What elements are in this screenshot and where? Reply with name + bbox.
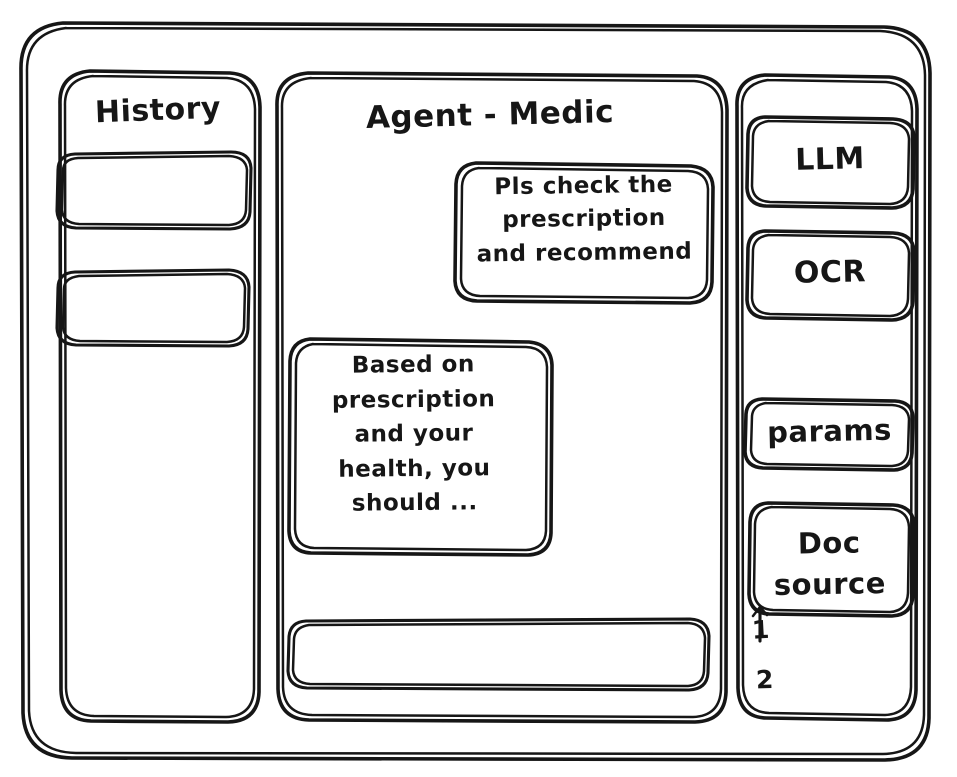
history-item-1-outline <box>55 150 253 231</box>
tool-button-params-outline <box>743 397 915 472</box>
agent-message-bubble-outline <box>287 337 554 557</box>
history-item-2-outline <box>55 268 251 348</box>
history-item-2[interactable] <box>57 270 250 347</box>
tool-button-llm[interactable] <box>747 117 915 209</box>
tool-button-ocr[interactable] <box>747 231 915 321</box>
tool-button-llm-outline <box>745 115 916 210</box>
agent-message-bubble <box>289 339 553 556</box>
doc-source-connector <box>751 605 769 643</box>
tool-button-ocr-outline <box>745 229 916 322</box>
message-input-outline <box>286 617 711 692</box>
history-panel-outline <box>58 69 262 724</box>
doc-source-list-item-2[interactable]: 2 <box>755 664 775 695</box>
app-window-frame <box>19 21 932 762</box>
user-message-bubble <box>455 163 714 304</box>
tool-button-doc-source[interactable] <box>749 503 915 617</box>
history-item-1[interactable] <box>57 152 252 230</box>
tool-button-doc-source-outline <box>747 501 916 618</box>
tool-button-params[interactable] <box>745 399 914 471</box>
agent-panel-title: Agent - Medic <box>365 93 615 137</box>
message-input[interactable] <box>288 619 710 691</box>
doc-source-list-item-1[interactable]: 1 <box>751 614 771 645</box>
agent-panel-outline <box>275 71 729 724</box>
user-message-bubble-outline <box>453 161 715 305</box>
tools-panel-outline <box>735 73 919 722</box>
history-panel-title: History <box>94 90 222 131</box>
